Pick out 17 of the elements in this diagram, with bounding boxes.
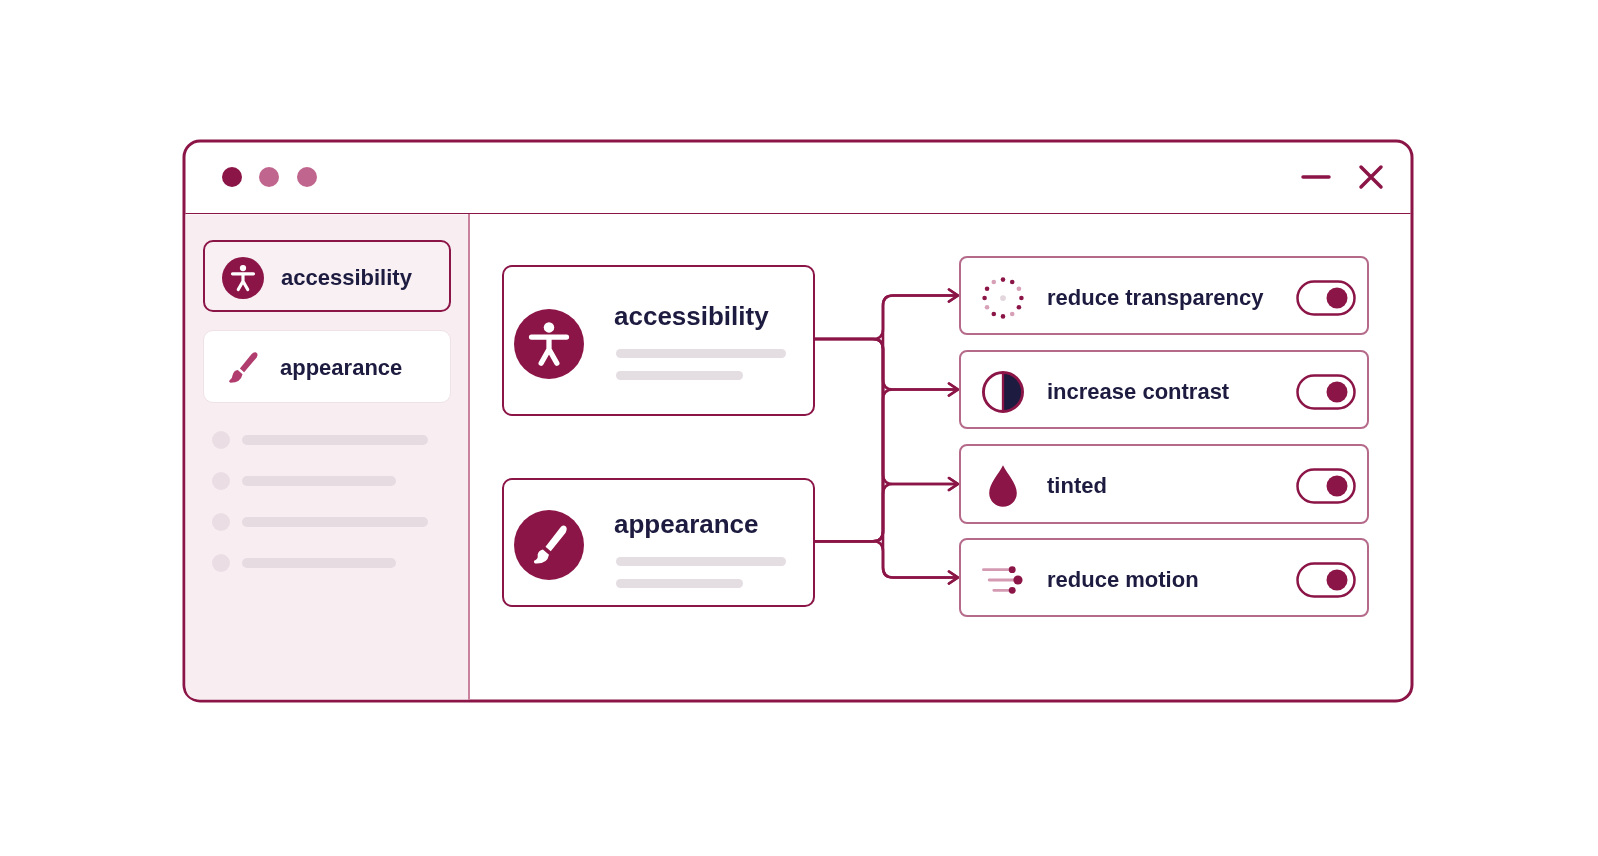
sidebar-menu-item [203,240,451,312]
option-label: reduce transparency [1047,284,1264,311]
menu-label: accessibility [281,265,412,292]
settings-card [502,478,815,607]
option-row [959,444,1369,524]
connector-arrow [815,539,960,585]
card-title: accessibility [614,301,769,333]
option-label: increase contrast [1047,378,1230,405]
option-label: reduce motion [1047,566,1199,593]
option-row [959,538,1369,617]
option-label: tinted [1047,473,1107,500]
card-title: appearance [614,509,759,541]
settings-card [502,265,815,416]
option-row [959,256,1369,335]
sidebar-menu-item [203,330,451,403]
option-row [959,350,1369,429]
menu-label: appearance [280,354,403,381]
